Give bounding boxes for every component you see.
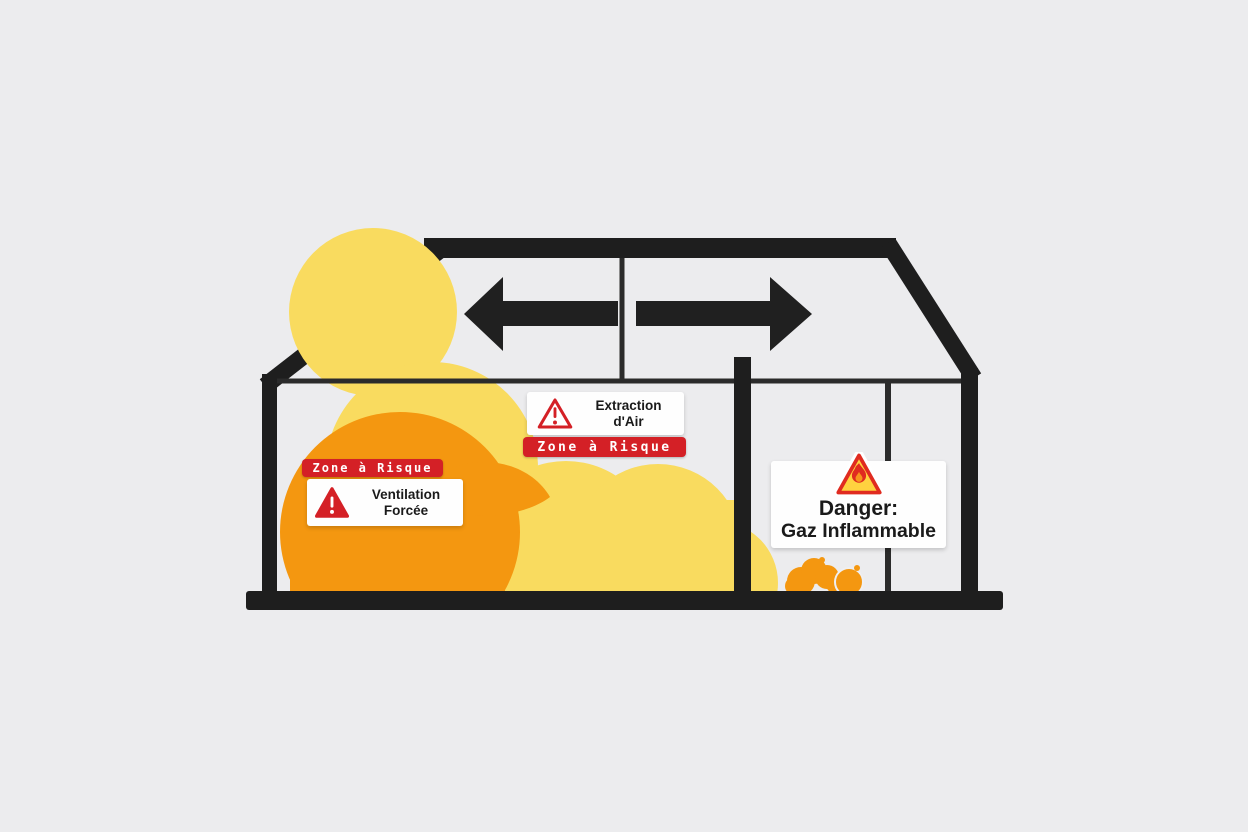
forced-ventilation-sign: Ventilation Forcée — [307, 479, 463, 526]
risk-zone-banner-text: Zone à Risque — [537, 439, 672, 455]
flammable-gas-sign: Danger: Gaz Inflammable — [771, 450, 946, 548]
airflow-arrow-left-icon — [464, 277, 618, 351]
right-wall — [961, 368, 978, 594]
air-extraction-text: Extraction d'Air — [595, 398, 662, 429]
forced-ventilation-text: Ventilation Forcée — [371, 487, 441, 518]
small-gas-cloud — [785, 557, 864, 597]
risk-zone-banner: Zone à Risque — [523, 437, 686, 457]
danger-text-line2: Gaz Inflammable — [781, 520, 936, 543]
warning-triangle-solid-icon — [315, 487, 349, 518]
risk-zone-banner: Zone à Risque — [302, 459, 443, 477]
left-wall — [262, 374, 277, 594]
danger-zone-labels: Danger: Gaz Inflammable — [771, 450, 946, 548]
airflow-arrow-right-icon — [636, 277, 812, 351]
risk-zone-banner-text: Zone à Risque — [312, 461, 433, 475]
danger-text-line1: Danger: — [818, 497, 899, 520]
flammable-gas-triangle-icon — [832, 450, 885, 498]
warning-triangle-outline-icon — [537, 398, 573, 429]
floor-base — [246, 591, 1003, 610]
left-zone-labels: Zone à Risque Ventilation Forcée — [302, 459, 463, 526]
air-extraction-sign: Extraction d'Air — [527, 392, 684, 435]
extraction-zone-labels: Extraction d'Air Zone à Risque — [523, 392, 688, 457]
divider-wall — [734, 357, 751, 593]
